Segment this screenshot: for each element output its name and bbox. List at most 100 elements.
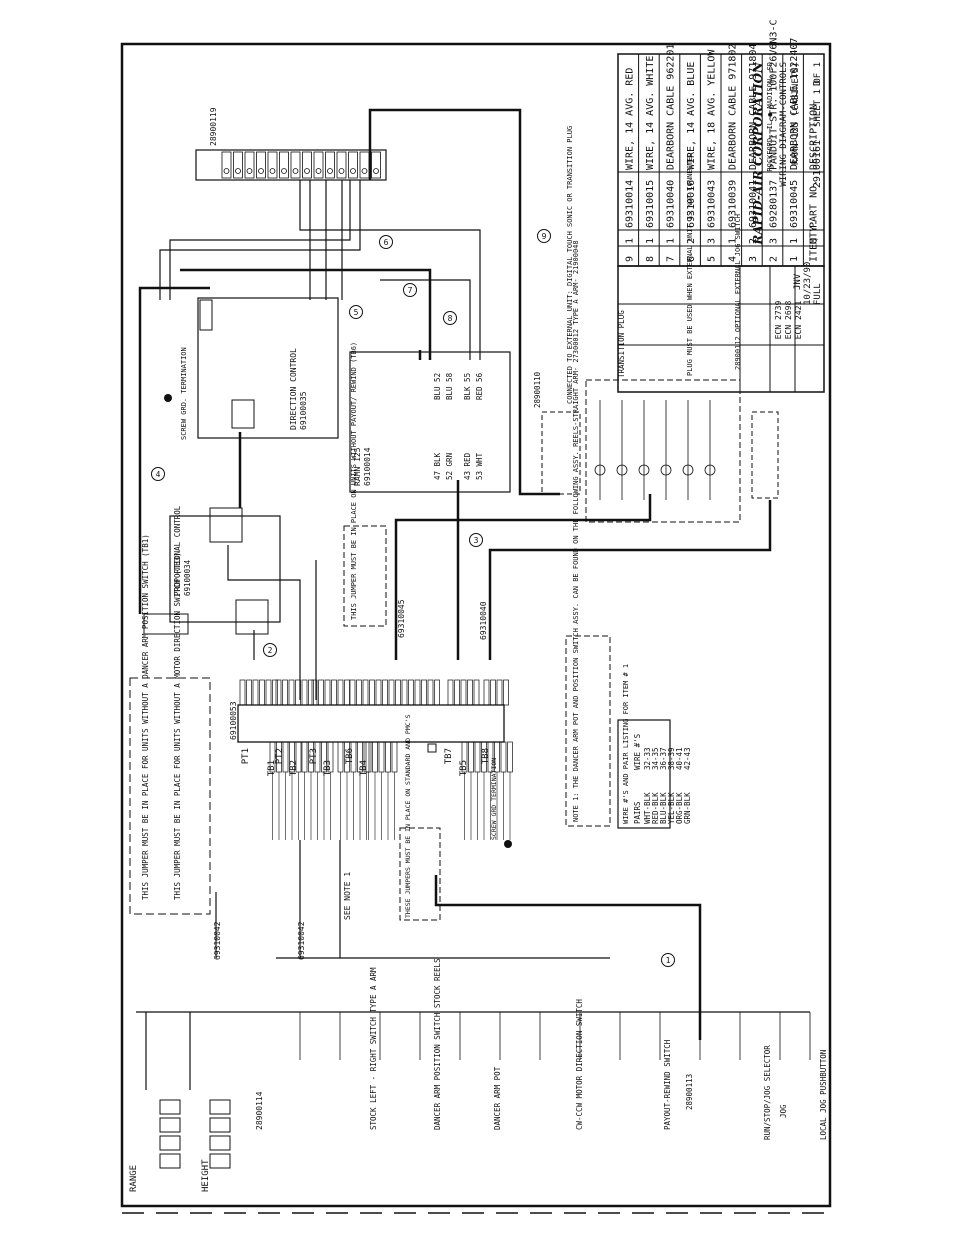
- pair-wires: 42-43: [683, 747, 692, 770]
- bom-qty: 3: [769, 238, 780, 244]
- bom-qty: 2: [748, 238, 759, 244]
- bom-description: DEARBORN CABLE 962201: [666, 44, 677, 170]
- cable-69310040: 69310040: [479, 601, 488, 640]
- pair-name: RED-BLK: [651, 792, 660, 824]
- item-balloon: [443, 311, 457, 325]
- bom-qty: 1: [624, 238, 635, 244]
- item-balloon-label: 5: [354, 308, 359, 317]
- part-name: WIRING DIAGRAM-CONTROLS: [779, 62, 789, 187]
- pair-name: GRN-BLK: [683, 792, 692, 824]
- svg-text:LOCAL JOG PUSHBUTTON: LOCAL JOG PUSHBUTTON: [819, 1050, 828, 1140]
- pair-wires: 40-41: [675, 747, 684, 770]
- title-block: RAPID-AIR CORPORATION ROCKFORD, IL ● MAD…: [617, 61, 825, 393]
- svg-text:PAYOUT-REWIND SWITCH: PAYOUT-REWIND SWITCH: [663, 1039, 672, 1130]
- pairs-head: WIRE #'S: [633, 733, 642, 770]
- bom-header-item: ITEM: [809, 238, 820, 262]
- item-balloon: [661, 953, 675, 967]
- svg-text:TB1: TB1: [267, 760, 277, 776]
- direction-control-pn: 69100035: [299, 391, 308, 430]
- item-balloon-label: 3: [474, 536, 479, 545]
- bom-qty: 3: [707, 238, 718, 244]
- item-balloon-label: 1: [666, 956, 671, 965]
- ramn-pin: RED 56: [475, 372, 484, 400]
- cable-69310045: 69310045: [397, 599, 406, 638]
- drawn-by: JNV: [793, 273, 803, 290]
- screw-grd-label: SCREW GRD. TERMINATION: [180, 347, 188, 440]
- sheet-number: SHEET 1 OF 1: [813, 62, 823, 127]
- ecn-2: ECN 2698: [784, 301, 793, 340]
- screw-grd-2: SCREW GRD TERMINATION: [490, 758, 498, 840]
- pair-name: ORG-BLK: [675, 792, 684, 824]
- bom-item: 5: [707, 256, 718, 262]
- ramn-pin: 52 GRN: [445, 453, 454, 480]
- bom-description: DEARBORN CABLE 1022407: [789, 38, 800, 170]
- svg-text:RUN/STOP/JOG SELECTOR: RUN/STOP/JOG SELECTOR: [763, 1045, 772, 1140]
- svg-text:THIS JUMPER MUST BE IN PLACE F: THIS JUMPER MUST BE IN PLACE FOR UNITS W…: [173, 552, 182, 900]
- pair-wires: 34-35: [651, 747, 660, 770]
- switch-panel: RANGE HEIGHT 28900114 STOCK LEFT - RIGHT…: [129, 958, 828, 1192]
- plug-note: PLUG MUST BE USED WHEN EXTERNAL UNIT IS …: [686, 153, 694, 376]
- bom-part-no: 69310015: [645, 180, 656, 228]
- svg-text:TB7: TB7: [444, 748, 454, 764]
- bom-qty: 1: [645, 238, 656, 244]
- pair-name: BLU-BLK: [659, 792, 668, 824]
- cables: [138, 108, 772, 1040]
- svg-text:28900114: 28900114: [255, 1091, 264, 1130]
- bom-part-no: 69310041: [748, 180, 759, 228]
- pair-wires: 38-39: [667, 747, 676, 770]
- item-balloon-label: 4: [156, 470, 161, 479]
- item-balloon: [469, 533, 483, 547]
- bom-description: WIRE, 14 AVG. RED: [624, 68, 635, 170]
- terminal-board-69100053: 69100053 TB6 TB7 TB8 PT1 PT2 PT3 TB1 TB2…: [229, 679, 513, 840]
- svg-text:DANCER ARM POSITION SWITCH STO: DANCER ARM POSITION SWITCH STOCK REELS: [433, 958, 442, 1130]
- model-name: RAMN-125 (CABINETS): [791, 62, 801, 165]
- see-note-1: SEE NOTE 1: [343, 872, 352, 920]
- svg-text:DANCER ARM POT: DANCER ARM POT: [493, 1066, 502, 1130]
- svg-text:PT2: PT2: [275, 748, 285, 764]
- bom-part-no: 69310043: [707, 180, 718, 228]
- ramn-pin: BLU 58: [445, 372, 454, 400]
- item-balloon: [263, 643, 277, 657]
- item-balloon: [349, 305, 363, 319]
- bom-item: 1: [789, 256, 800, 262]
- bom-part-no: 69310016: [686, 180, 697, 228]
- bom-part-no: 69280137: [769, 180, 780, 228]
- item-balloon: [537, 229, 551, 243]
- pair-name: YEL-BLK: [667, 792, 676, 824]
- item-balloon-label: 6: [384, 238, 389, 247]
- jumper-notes: THIS JUMPER MUST BE IN PLACE FOR UNITS W…: [129, 240, 611, 921]
- ramn-pin: 43 RED: [463, 452, 472, 480]
- svg-text:PT1: PT1: [241, 748, 251, 764]
- pairs-head: PAIRS: [633, 801, 642, 824]
- sheet-border: [120, 42, 832, 1208]
- bom-header-desc: DESCRIPTION: [809, 104, 820, 170]
- ecn-3: ECN 2421: [794, 301, 803, 340]
- pair-listing: WIRE #'S AND PAIR LISTING FOR ITEM # 1 P…: [617, 664, 692, 829]
- svg-text:TB2: TB2: [289, 760, 299, 776]
- bom-description: WIRE, 14 AVG. WHITE: [645, 56, 656, 170]
- height-label: HEIGHT: [201, 1159, 211, 1192]
- bom-part-no: 69310045: [789, 180, 800, 228]
- bom-description: WIRE, 18 AVG. YELLOW: [707, 49, 718, 170]
- ramn-pin: 47 BLK: [433, 452, 442, 480]
- bom-description: DEARBORN CABLE 971802: [727, 44, 738, 170]
- bom-item: 4: [727, 256, 738, 262]
- jog-switch-label: 28900112 OPTIONAL EXTERNAL JOG SWITCH: [734, 214, 742, 370]
- bom-qty: 1: [666, 238, 677, 244]
- svg-text:THESE JUMPERS MUST BE IN PLACE: THESE JUMPERS MUST BE IN PLACE ON STANDA…: [404, 714, 412, 918]
- item-balloon-label: 2: [268, 646, 273, 655]
- svg-text:69100053: 69100053: [229, 701, 238, 740]
- svg-text:WIRE #'S AND PAIR LISTING FOR: WIRE #'S AND PAIR LISTING FOR ITEM # 1: [622, 664, 630, 824]
- direction-control-label: DIRECTION CONTROL: [289, 348, 298, 430]
- pair-wires: 36-37: [659, 747, 668, 770]
- item-balloon: [379, 235, 393, 249]
- bom-description: PANDUIT STR. 100F26V6N3-C: [769, 19, 780, 170]
- cable-69310042-b: 69310042: [297, 921, 306, 960]
- svg-text:JOG: JOG: [779, 1104, 788, 1118]
- svg-text:PROPORTIONAL CONTROL: PROPORTIONAL CONTROL: [173, 505, 182, 596]
- pair-name: WHT-BLK: [643, 792, 652, 824]
- svg-text:69100034: 69100034: [183, 559, 192, 596]
- svg-text:TB6: TB6: [345, 748, 355, 764]
